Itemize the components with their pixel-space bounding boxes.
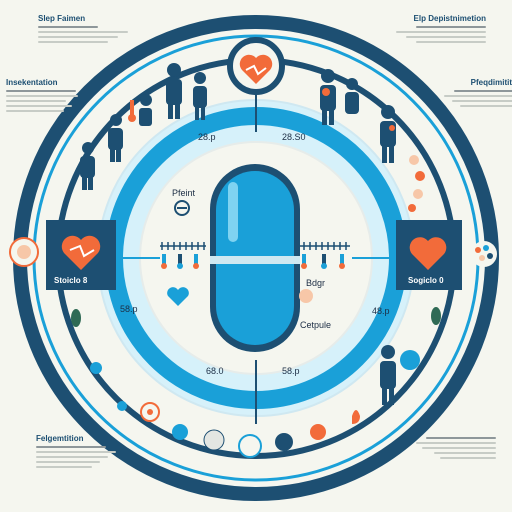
corner-block-top-left: Slep Faimen [38,14,148,46]
right-panel [352,220,497,290]
text-line [416,41,486,43]
left-panel [9,220,160,290]
text-line [6,105,72,107]
text-line [38,36,118,38]
corner-title-mid-left: Insekentation [6,78,58,87]
corner-title-top-right: Elp Depistnimetion [413,14,486,23]
text-line [38,31,128,33]
tablet-icon [299,289,313,303]
corner-block-bottom-right [386,434,496,462]
text-line [416,26,486,28]
corner-title-top-left: Slep Faimen [38,14,86,23]
text-line [426,437,496,439]
corner-title-mid-right: Pfeqdimitition [470,78,512,87]
bottom-icon-row [90,362,360,458]
corner-block-mid-right: Pfeqdimitition [414,78,512,110]
text-line [38,41,108,43]
medicine-dots-right [408,155,425,212]
ring-value-lower-right: 48.p [372,306,390,316]
right-panel-label: Sogiclo 0 [408,276,444,285]
thermometer-icon [128,100,136,122]
text-line [36,461,100,463]
text-line [36,466,92,468]
corner-title-bottom-left: Felgemtition [36,434,84,443]
text-line [406,36,486,38]
text-line [6,110,64,112]
ring-value-bottom-left: 68.0 [206,366,224,376]
ph-icon [174,200,190,216]
text-line [36,451,116,453]
text-line [440,457,496,459]
text-line [460,105,512,107]
heart-icon [167,287,189,306]
corner-block-bottom-left: Felgemtition [36,434,146,471]
corner-block-top-right: Elp Depistnimetion [376,14,486,46]
people-icons-left [80,63,207,190]
text-line [416,442,496,444]
corner-block-mid-left: Insekentation [6,78,116,115]
text-line [6,95,78,97]
text-line [6,90,76,92]
text-line [452,100,512,102]
vials-right [301,254,345,269]
text-line [444,95,512,97]
ring-value-bottom-right: 58.p [282,366,300,376]
measurement-ticks-left [160,242,206,250]
text-line [36,446,106,448]
center-label-top: Pfeint [172,188,196,198]
top-heart-badge [227,37,285,95]
text-line [454,90,512,92]
ring-value-upper-right: 28.S0 [282,132,306,142]
ring-value-lower-left: 58.p [120,304,138,314]
center-label-right: Bdgr [306,278,326,288]
vials-left [161,254,199,269]
text-line [6,100,66,102]
ring-value-upper-left: 28.p [198,132,216,142]
text-line [422,447,496,449]
center-label-bottom: Cetpule [300,320,332,330]
text-line [38,26,98,28]
capsule-pill [210,164,300,352]
left-panel-label: Stoiclo 8 [54,276,88,285]
text-line [434,452,496,454]
leaf-icons [71,307,441,327]
person-icon-bottom-right [380,345,420,405]
text-line [36,456,108,458]
people-icons-right [320,69,396,163]
text-line [396,31,486,33]
